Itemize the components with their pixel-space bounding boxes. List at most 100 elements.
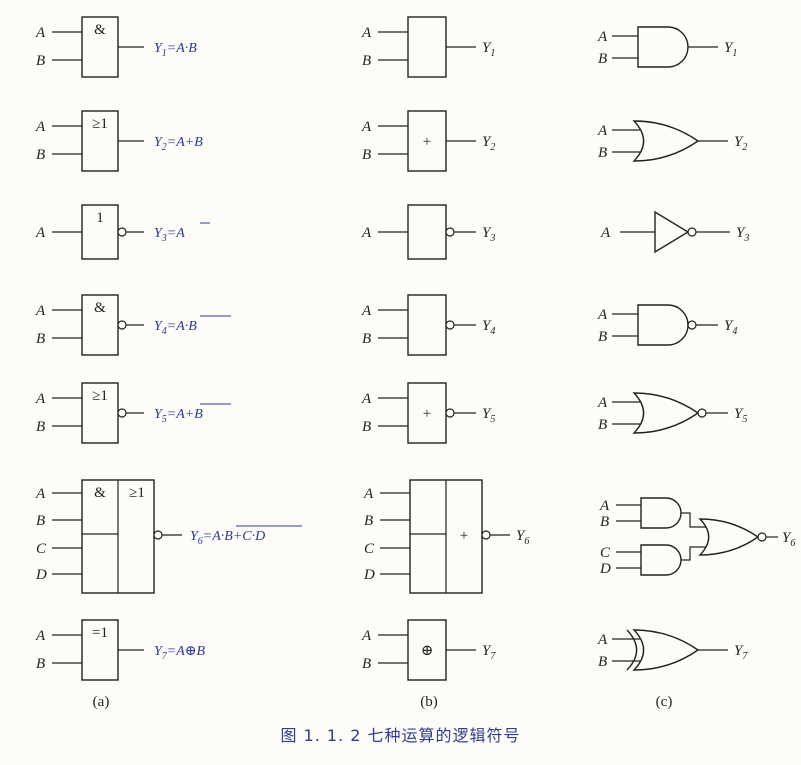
input-label-b: B bbox=[36, 331, 45, 347]
input-label-b: B bbox=[36, 419, 45, 435]
input-label-b: B bbox=[36, 53, 45, 69]
input-label-c: C bbox=[600, 545, 611, 561]
output-equation: Y5=A+B bbox=[154, 407, 203, 425]
gate-symbol: ≥1 bbox=[92, 388, 108, 404]
input-label-a: A bbox=[35, 628, 46, 644]
output-label: Y7 bbox=[734, 643, 748, 662]
input-label-b: B bbox=[36, 147, 45, 163]
input-label-a: A bbox=[35, 225, 46, 241]
panel-label-a: (a) bbox=[93, 694, 110, 710]
input-label-b: B bbox=[598, 329, 607, 345]
output-label: Y3 bbox=[482, 225, 495, 244]
input-label-a: A bbox=[597, 632, 608, 648]
input-label-a: A bbox=[35, 303, 46, 319]
gate-symbol: =1 bbox=[92, 625, 108, 641]
gate-symbol: & bbox=[94, 300, 106, 316]
input-label-b: B bbox=[598, 417, 607, 433]
inversion-bubble bbox=[117, 227, 127, 237]
gate-symbol-and: & bbox=[94, 485, 106, 501]
input-label-a: A bbox=[600, 225, 611, 241]
input-label-d: D bbox=[35, 567, 47, 583]
input-label-a: A bbox=[35, 486, 46, 502]
input-label-a: A bbox=[35, 25, 46, 41]
inversion-bubble bbox=[445, 320, 455, 330]
gate-box bbox=[407, 294, 447, 356]
output-label: Y6 bbox=[516, 528, 529, 547]
gate-symbol: ≥1 bbox=[92, 116, 108, 132]
row3-iec-symbol: 1A Y3=A bbox=[35, 204, 210, 260]
gate-symbol: + bbox=[423, 134, 431, 150]
and-gate-icon bbox=[637, 304, 689, 346]
and-gate-icon bbox=[640, 497, 682, 529]
input-label-b: B bbox=[364, 513, 373, 529]
output-label: Y3 bbox=[736, 225, 749, 244]
inversion-bubble bbox=[757, 532, 767, 542]
input-label-a: A bbox=[361, 628, 372, 644]
output-label: Y1 bbox=[482, 40, 495, 59]
inversion-bubble bbox=[697, 408, 707, 418]
inversion-bubble bbox=[445, 408, 455, 418]
input-label-b: B bbox=[36, 656, 45, 672]
output-label: Y2 bbox=[482, 134, 495, 153]
output-equation: Y6=A·B+C·D bbox=[190, 529, 265, 547]
output-label: Y1 bbox=[724, 40, 737, 59]
row2-distinctive-symbol: AB Y2 bbox=[597, 120, 747, 162]
input-label-a: A bbox=[597, 395, 608, 411]
gate-symbol: + bbox=[423, 406, 431, 422]
row4-distinctive-symbol: AB Y4 bbox=[597, 304, 737, 346]
inversion-bubble bbox=[153, 530, 163, 540]
input-label-a: A bbox=[597, 307, 608, 323]
input-label-b: B bbox=[362, 331, 371, 347]
or-gate-icon bbox=[632, 120, 700, 162]
gate-box bbox=[407, 204, 447, 260]
inversion-bubble bbox=[687, 320, 697, 330]
inversion-bubble bbox=[481, 530, 491, 540]
input-label-a: A bbox=[35, 119, 46, 135]
input-label-d: D bbox=[363, 567, 375, 583]
input-label-a: A bbox=[597, 29, 608, 45]
wire bbox=[681, 546, 706, 561]
row1-distinctive-symbol: AB Y1 bbox=[597, 26, 737, 68]
input-label-b: B bbox=[362, 53, 371, 69]
input-label-c: C bbox=[36, 541, 47, 557]
input-label-b: B bbox=[600, 514, 609, 530]
output-equation: Y2=A+B bbox=[154, 135, 203, 153]
input-label-a: A bbox=[599, 498, 610, 514]
output-label: Y2 bbox=[734, 134, 747, 153]
and-gate-icon bbox=[640, 544, 682, 576]
output-equation: Y3=A bbox=[154, 226, 185, 244]
input-label-a: A bbox=[597, 123, 608, 139]
input-label-b: B bbox=[362, 419, 371, 435]
input-label-a: A bbox=[361, 391, 372, 407]
figure-caption: 图 1. 1. 2 七种运算的逻辑符号 bbox=[280, 726, 521, 745]
input-label-b: B bbox=[598, 51, 607, 67]
inversion-bubble bbox=[117, 320, 127, 330]
panel-label-c: (c) bbox=[656, 694, 673, 710]
input-label-b: B bbox=[36, 513, 45, 529]
input-label-c: C bbox=[364, 541, 375, 557]
or-gate-icon bbox=[698, 518, 760, 556]
output-equation: Y1=A·B bbox=[154, 41, 197, 59]
inversion-bubble bbox=[445, 227, 455, 237]
input-label-a: A bbox=[361, 119, 372, 135]
inversion-bubble bbox=[117, 408, 127, 418]
input-label-a: A bbox=[361, 303, 372, 319]
gate-symbol: 1 bbox=[96, 210, 104, 226]
output-label: Y4 bbox=[724, 318, 737, 337]
gate-symbol-or: ≥1 bbox=[129, 485, 145, 501]
input-label-b: B bbox=[598, 145, 607, 161]
